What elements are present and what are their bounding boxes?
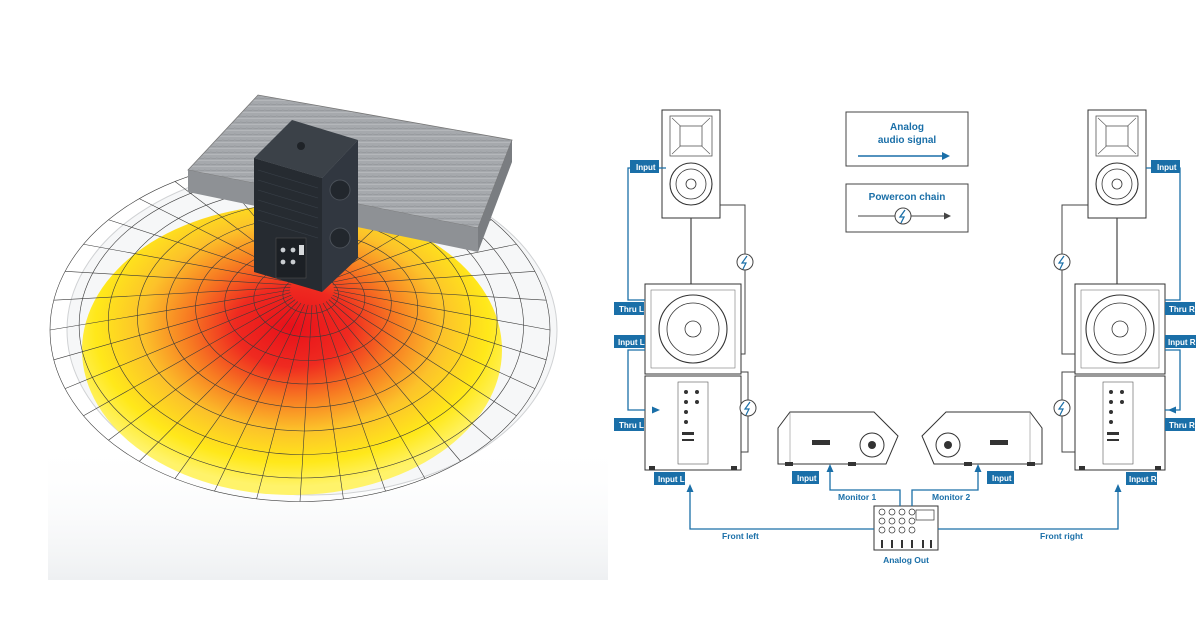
right-powercon-icon-1 [1053,253,1071,271]
monitor-left [777,411,899,466]
powercon-icon [894,207,912,225]
grid-spoke [53,287,291,301]
left-top-input-tag: Input [630,160,659,173]
grid-spoke [65,271,292,286]
grid-spoke [83,297,294,417]
mixer-knob [878,508,886,516]
monitor2-label: Monitor 2 [932,492,971,502]
left-powercon-icon-1 [736,253,754,271]
left-input-mid-tag: Input L [614,335,645,348]
svg-text:Input R: Input R [1168,338,1196,347]
grid-spoke [49,289,291,331]
grid-spoke [333,289,551,331]
right-stack: Input Thru R Input R Thru R Input R [1053,109,1196,485]
svg-text:Input R: Input R [1129,475,1157,484]
grid-spoke [174,302,302,479]
right-thru-bottom-tag: Thru R [1165,418,1195,431]
right-thru-top-tag: Thru R [1165,302,1195,315]
arrow-right-icon [942,152,950,160]
heat-map [82,205,502,495]
right-top-input-tag: Input [1151,160,1180,173]
mixer-knob [888,526,896,534]
monitor-left-input-tag: Input [792,471,819,484]
grid-spoke [256,304,309,499]
right-powercon-icon-2 [1053,399,1071,417]
mixer-knob [888,517,896,525]
mixer-knob [898,508,906,516]
svg-text:Input: Input [1157,163,1177,172]
subwoofer-cabinet [254,120,358,292]
connection-diagram: Analog audio signal Powercon chain [614,109,1196,565]
legend-analog-line2: audio signal [878,135,937,146]
mixer-knob [878,517,886,525]
grid-spoke [139,301,299,462]
grid-spoke [330,297,517,417]
right-sub-input-tag: Input R [1126,472,1157,485]
mixer: Analog Out [873,505,939,565]
left-thru-top-tag: Thru L [614,302,644,315]
grid-spoke [64,294,292,389]
mixer-knob [898,517,906,525]
grid-spoke [53,292,291,361]
grid-spoke [315,304,344,499]
svg-text:Input L: Input L [658,475,685,484]
grid-spoke [325,301,461,462]
left-stack: Input Thru L Input L Thru L Input L [614,109,757,485]
mixer-knob [908,517,916,525]
mixer-knob [888,508,896,516]
grid-spoke [83,243,294,283]
svg-text:Thru L: Thru L [619,421,644,430]
legend-analog-line1: Analog [890,122,924,133]
left-powercon-icon-2 [739,399,757,417]
grid-spoke [299,304,313,502]
svg-text:Input L: Input L [618,338,645,347]
grid-spoke [332,271,535,286]
mixer-knob [878,526,886,534]
monitor-right [921,411,1043,466]
mixer-knob [898,526,906,534]
grid-spoke [322,302,426,479]
legend-powercon: Powercon chain [845,183,969,233]
svg-text:Thru L: Thru L [619,305,644,314]
grid-spoke [108,299,296,441]
svg-text:Input: Input [797,474,817,483]
front-left-label: Front left [722,531,759,541]
grid-spoke [319,303,386,492]
grid-spoke [328,299,492,441]
svg-text:Thru R: Thru R [1169,421,1195,430]
mixer-knob [908,526,916,534]
grid-spoke [333,287,547,301]
analog-out-label: Analog Out [883,555,929,565]
svg-text:Thru R: Thru R [1169,305,1195,314]
left-sub-input-tag: Input L [654,472,685,485]
right-input-mid-tag: Input R [1165,335,1196,348]
legend-powercon-label: Powercon chain [869,192,946,203]
mixer-knob [908,508,916,516]
front-right-label: Front right [1040,531,1083,541]
grid-spoke [214,303,305,492]
svg-text:Input: Input [992,474,1012,483]
monitor-right-input-tag: Input [987,471,1014,484]
grid-spoke [332,294,536,389]
svg-text:Input: Input [636,163,656,172]
coverage-illustration [48,94,608,580]
legend-analog: Analog audio signal [845,111,969,167]
monitor1-label: Monitor 1 [838,492,877,502]
grid-spoke [330,243,517,283]
grid-spoke [333,292,547,361]
left-thru-bottom-tag: Thru L [614,418,644,431]
